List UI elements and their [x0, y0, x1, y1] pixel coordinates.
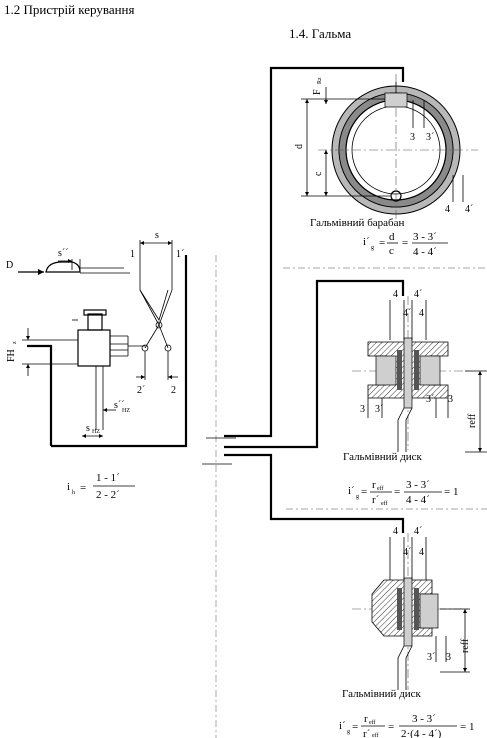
svg-text:g: g: [371, 245, 374, 251]
svg-text:reff: reff: [460, 638, 471, 653]
pedal-unit: D s´´ s 1 1´ 2´ 2: [6, 230, 188, 448]
svg-text:=: =: [402, 237, 408, 249]
svg-text:r: r: [364, 713, 368, 725]
svg-text:i: i: [67, 481, 70, 493]
svg-text:2 - 2´: 2 - 2´: [96, 489, 120, 501]
disc1-pad-right: [414, 350, 419, 390]
svg-text:= 1: = 1: [460, 721, 474, 733]
svg-text:h: h: [72, 490, 75, 496]
svg-text:4´: 4´: [403, 308, 411, 319]
svg-text:3 - 3´: 3 - 3´: [413, 231, 437, 243]
label-d: d: [294, 144, 305, 149]
svg-text:i´: i´: [339, 720, 346, 732]
svg-text:=: =: [388, 721, 394, 733]
drum-formula: i´ g = d c = 3 - 3´ 4 - 4´: [363, 231, 448, 258]
svg-text:4: 4: [393, 526, 398, 537]
svg-text:=: =: [379, 237, 385, 249]
svg-text:s: s: [155, 230, 159, 241]
svg-text:eff: eff: [377, 485, 384, 492]
drum-caption: Гальмівний барабан: [310, 217, 405, 229]
svg-text:eff: eff: [369, 719, 376, 726]
svg-text:r´: r´: [363, 728, 371, 738]
disc2-rotor: [403, 577, 413, 647]
svg-text:3 - 3´: 3 - 3´: [412, 713, 436, 725]
svg-text:d: d: [389, 231, 395, 243]
disc2-pad-right: [414, 588, 419, 630]
svg-text:4 - 4´: 4 - 4´: [413, 246, 437, 258]
svg-text:=: =: [80, 482, 86, 494]
label-3-prime: 3´: [426, 132, 434, 143]
disc2-pad-left: [397, 588, 402, 630]
svg-text:2: 2: [171, 385, 176, 396]
section-title: 1.2 Пристрій керування: [4, 2, 135, 17]
svg-text:3: 3: [448, 394, 453, 405]
brake-line-network: [202, 66, 487, 738]
svg-text:g: g: [356, 494, 359, 500]
disc1-pad-left: [397, 350, 402, 390]
svg-text:HZ: HZ: [122, 408, 130, 414]
svg-text:4: 4: [393, 289, 398, 300]
disc1-rotor: [403, 337, 413, 409]
disc-brake-2: 4 4´ 4´ 4 3´ 3 reff: [352, 526, 471, 690]
svg-text:eff: eff: [381, 500, 388, 507]
svg-text:r: r: [372, 479, 376, 491]
svg-text:= 1: = 1: [444, 486, 458, 498]
svg-text:s´´: s´´: [114, 400, 125, 411]
label-d-force: D: [6, 260, 13, 271]
disc-brake-1: 4 4´ 4´ 4 3 3´ 3´ 3 reff: [352, 289, 487, 453]
svg-text:reff: reff: [467, 413, 478, 428]
svg-text:=: =: [394, 486, 400, 498]
drum-brake: F Rz d c 3 3´ 4 4´: [294, 74, 478, 222]
svg-text:s´´: s´´: [58, 248, 69, 259]
svg-text:FH: FH: [6, 349, 17, 362]
disc1-caption: Гальмівний диск: [343, 451, 423, 463]
svg-text:1: 1: [130, 249, 135, 260]
svg-text:g: g: [347, 729, 350, 735]
label-force-f: F: [312, 89, 323, 95]
svg-text:4: 4: [419, 547, 424, 558]
anchor-pin: [390, 190, 402, 202]
svg-text:3´: 3´: [375, 404, 383, 415]
svg-text:4 - 4´: 4 - 4´: [406, 494, 430, 506]
svg-text:eff: eff: [372, 732, 379, 738]
svg-text:1´: 1´: [176, 249, 184, 260]
svg-text:4´: 4´: [403, 547, 411, 558]
svg-text:3: 3: [360, 404, 365, 415]
svg-text:2·(4 - 4´): 2·(4 - 4´): [401, 728, 442, 738]
wheel-cylinder: [384, 92, 408, 108]
pedal-arm: [139, 289, 173, 326]
svg-text:2´: 2´: [137, 385, 145, 396]
master-cylinder: [77, 329, 111, 367]
label-force-sub: Rz: [317, 77, 323, 84]
svg-text:s: s: [86, 423, 90, 434]
svg-text:3: 3: [446, 652, 451, 663]
svg-text:=: =: [352, 721, 358, 733]
brake-title: 1.4. Гальма: [289, 26, 351, 41]
svg-text:4: 4: [419, 308, 424, 319]
svg-text:3 - 3´: 3 - 3´: [406, 479, 430, 491]
svg-text:3´: 3´: [426, 394, 434, 405]
svg-text:r´: r´: [372, 494, 380, 506]
svg-text:HZ: HZ: [92, 429, 100, 435]
svg-text:z: z: [12, 341, 18, 344]
label-c: c: [313, 171, 324, 176]
disc2-caption: Гальмівний диск: [342, 688, 422, 700]
label-3: 3: [410, 132, 415, 143]
svg-text:i´: i´: [363, 236, 370, 248]
svg-text:1 - 1´: 1 - 1´: [96, 472, 120, 484]
svg-text:4´: 4´: [414, 289, 422, 300]
svg-text:c: c: [389, 245, 394, 257]
label-4: 4: [445, 204, 450, 215]
svg-text:=: =: [361, 486, 367, 498]
svg-text:i´: i´: [348, 485, 355, 497]
svg-text:4´: 4´: [414, 526, 422, 537]
disc1-formula: i´ g = r eff r´ eff = 3 - 3´ 4 - 4´ = 1: [348, 479, 458, 507]
pedal-formula: i h = 1 - 1´ 2 - 2´: [67, 472, 135, 501]
label-4-prime: 4´: [465, 204, 473, 215]
disc2-formula: i´ g = r eff r´ eff = 3 - 3´ 2·(4 - 4´) …: [339, 713, 474, 738]
pedal-pad: [45, 261, 81, 273]
svg-text:3´: 3´: [427, 652, 435, 663]
